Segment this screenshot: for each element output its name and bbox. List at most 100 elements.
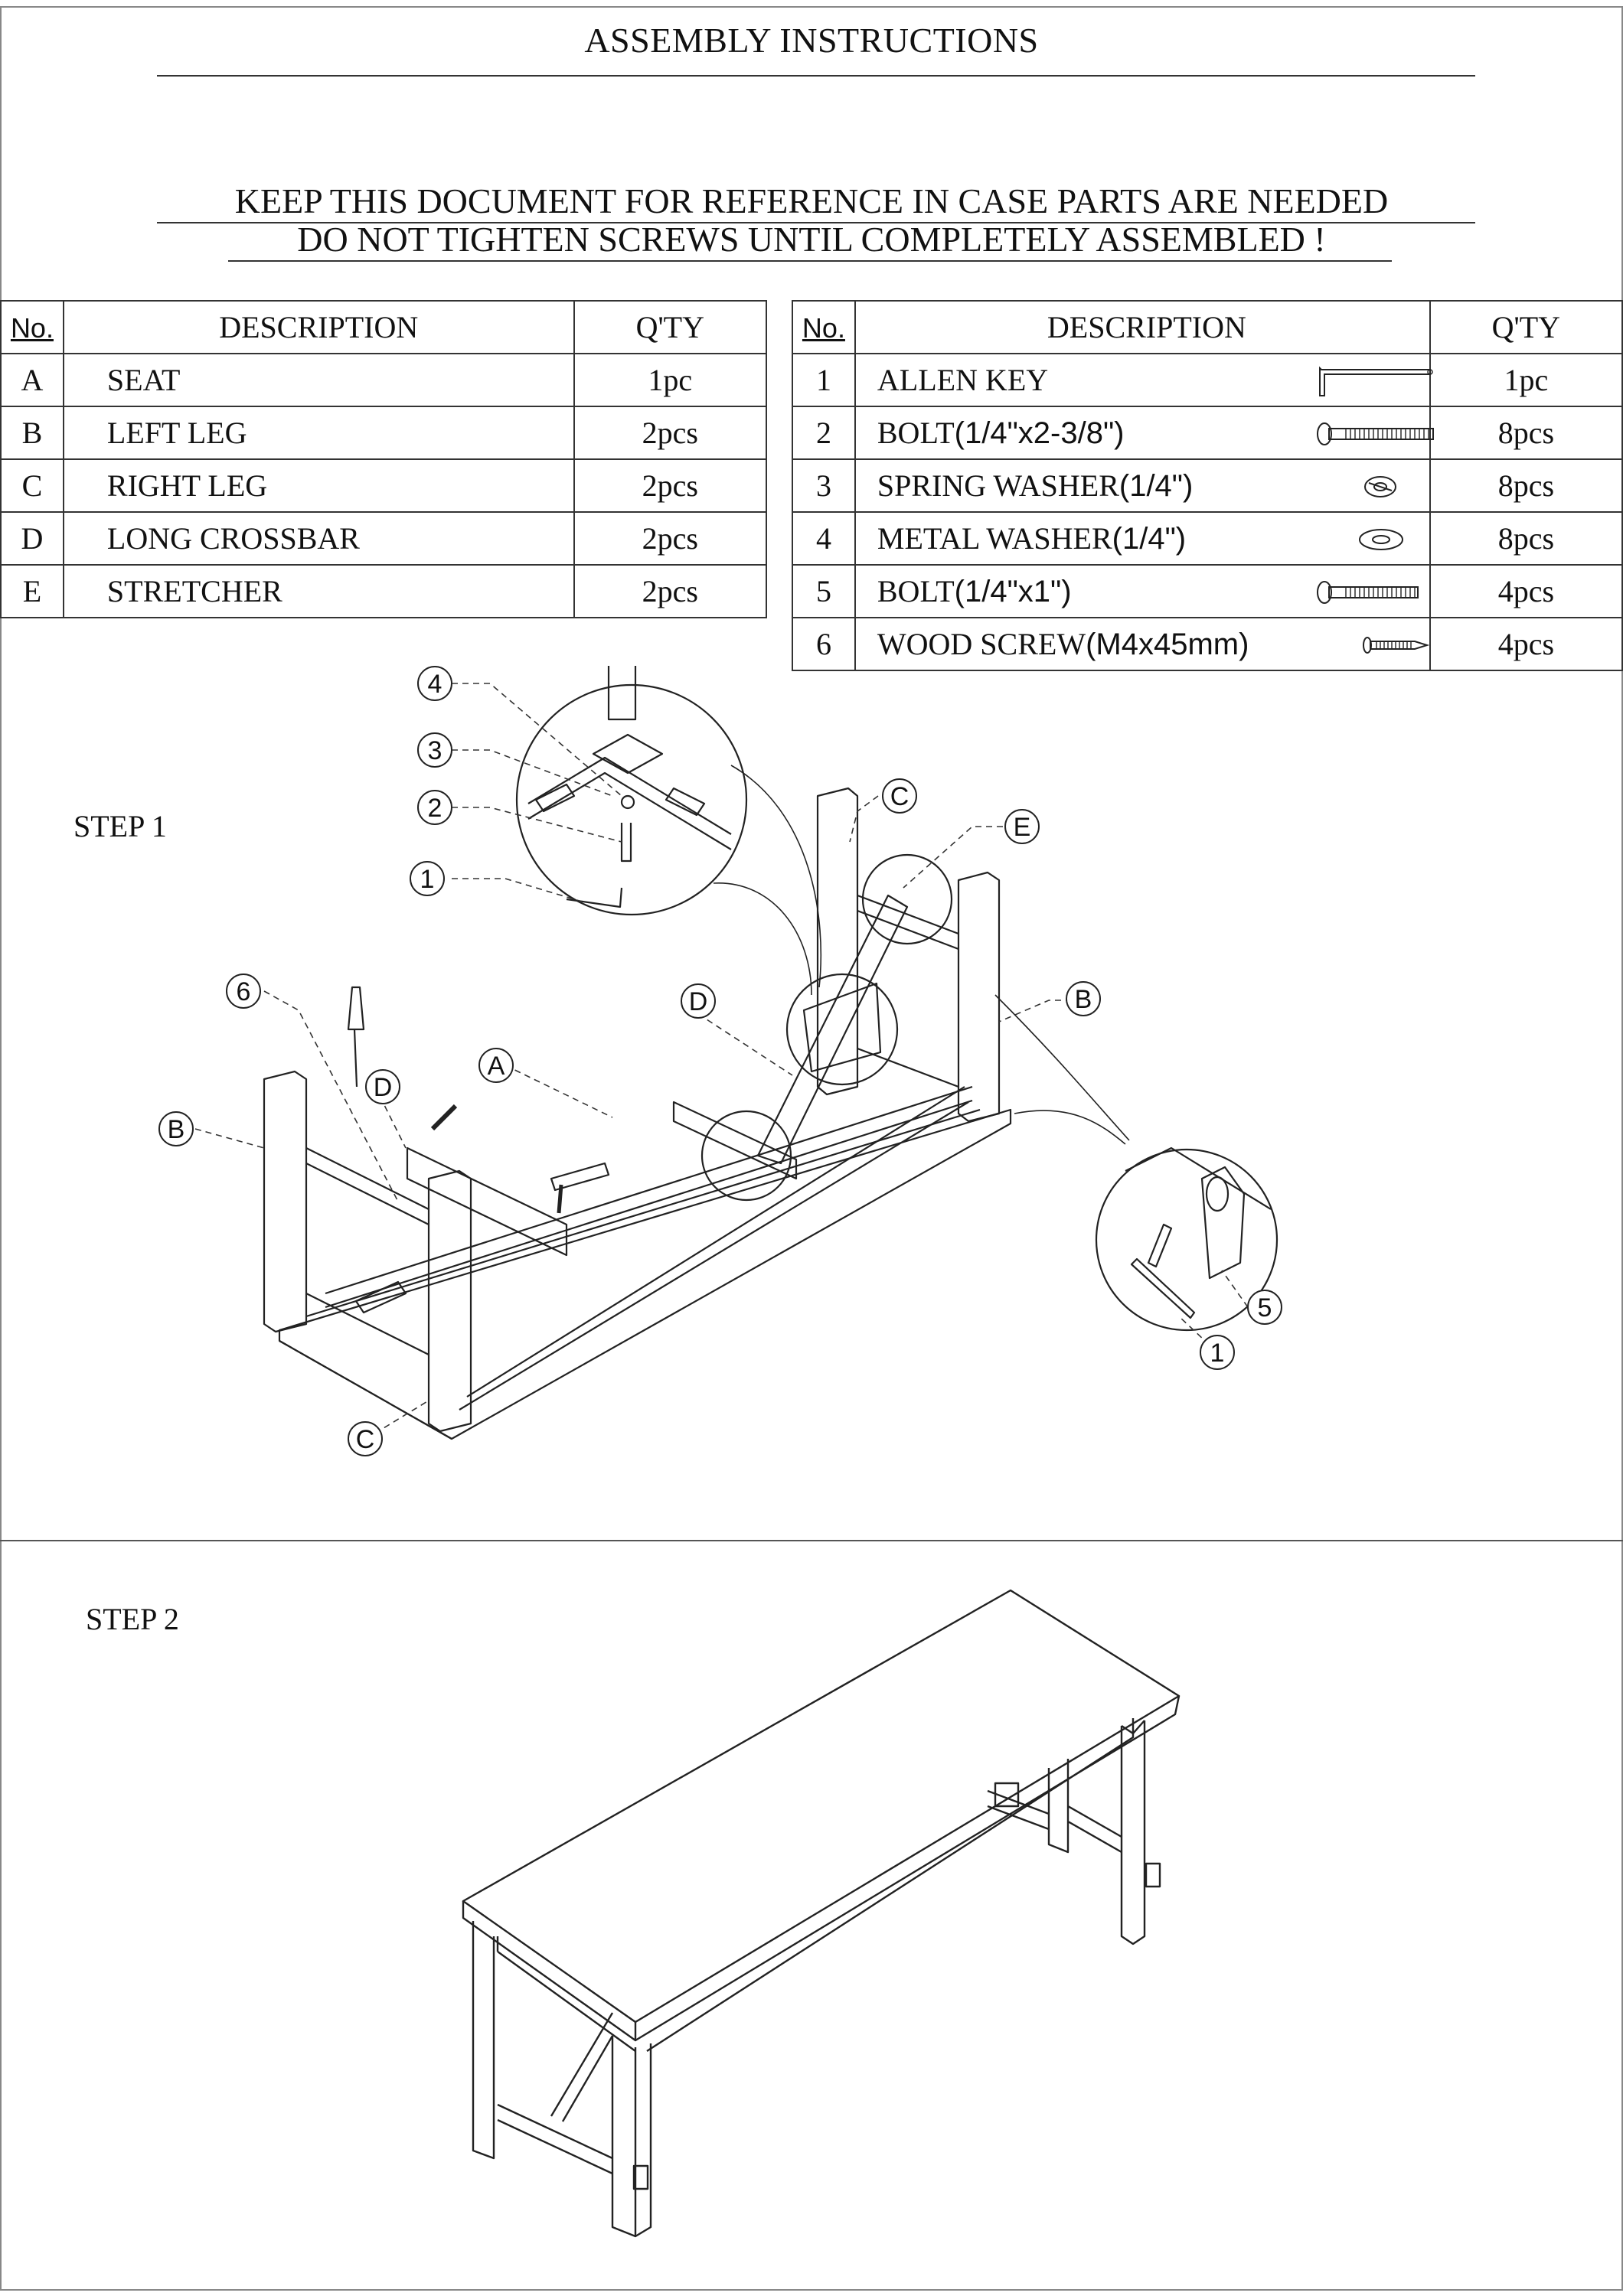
hardware-spec: (1/4")	[1118, 469, 1194, 503]
hardware-description: BOLT(1/4"x1")	[854, 564, 1431, 618]
part-qty: 2pcs	[573, 511, 768, 566]
hardware-name: SPRING WASHER	[877, 468, 1119, 503]
table-row: 1 ALLEN KEY 1pc	[792, 353, 1623, 407]
hardware-no: 5	[792, 564, 856, 618]
part-description: LEFT LEG	[62, 406, 575, 460]
callout-circle	[226, 974, 261, 1009]
callout-1: 1	[1210, 1339, 1225, 1368]
page-frame	[0, 6, 1623, 2291]
hardware-qty: 8pcs	[1429, 511, 1623, 566]
notice-underline-2	[228, 260, 1392, 262]
hardware-name: WOOD SCREW	[877, 627, 1086, 661]
callout-1: 1	[420, 865, 435, 894]
no-label: No.	[10, 312, 54, 344]
hardware-no: 6	[792, 617, 856, 671]
callout-circle	[348, 1421, 383, 1456]
allen-key-icon	[1318, 366, 1433, 396]
hardware-spec: (1/4"x2-3/8")	[954, 416, 1125, 450]
hardware-spec: (1/4")	[1112, 522, 1187, 556]
table-row: A SEAT 1pc	[0, 353, 768, 407]
hardware-table-header: No. DESCRIPTION Q'TY	[792, 300, 1623, 354]
part-description: RIGHT LEG	[62, 458, 575, 513]
callout-c: C	[890, 782, 909, 811]
part-no: B	[0, 406, 64, 460]
hardware-table: No. DESCRIPTION Q'TY 1 ALLEN KEY 1pc 2 B…	[792, 300, 1623, 671]
hardware-description: SPRING WASHER(1/4")	[854, 458, 1431, 513]
callout-4: 4	[428, 670, 442, 699]
callout-circle	[882, 778, 917, 814]
short-bolt-icon	[1316, 581, 1419, 604]
hardware-qty: 4pcs	[1429, 617, 1623, 671]
part-description: STRETCHER	[62, 564, 575, 618]
bench-frame	[263, 787, 1012, 1440]
part-qty: 2pcs	[573, 406, 768, 460]
hardware-no: 4	[792, 511, 856, 566]
part-no: C	[0, 458, 64, 513]
part-qty: 1pc	[573, 353, 768, 407]
title-underline	[157, 75, 1475, 77]
hardware-qty: 4pcs	[1429, 564, 1623, 618]
part-no: A	[0, 353, 64, 407]
callout-b: B	[1075, 985, 1092, 1014]
hardware-description: WOOD SCREW(M4x45mm)	[854, 617, 1431, 671]
hardware-name: ALLEN KEY	[877, 363, 1049, 397]
hardware-no: 3	[792, 458, 856, 513]
hardware-name: METAL WASHER	[877, 521, 1112, 556]
callout-b: B	[168, 1115, 185, 1144]
callout-circle	[410, 861, 445, 896]
col-header-no: No.	[792, 300, 856, 354]
callout-6: 6	[237, 977, 251, 1006]
part-qty: 2pcs	[573, 458, 768, 513]
callout-c: C	[356, 1425, 375, 1454]
hardware-spec: (M4x45mm)	[1086, 628, 1249, 661]
detail-bolt-view	[1125, 1146, 1272, 1319]
callout-circle	[681, 983, 716, 1019]
hardware-name: BOLT	[877, 416, 955, 450]
step-divider	[0, 1540, 1623, 1541]
col-header-description: DESCRIPTION	[62, 300, 575, 354]
parts-table: No. DESCRIPTION Q'TY A SEAT 1pc B LEFT L…	[0, 300, 768, 618]
hardware-qty: 8pcs	[1429, 406, 1623, 460]
wood-screw-icon	[1362, 637, 1430, 654]
page-title: ASSEMBLY INSTRUCTIONS	[584, 21, 1039, 60]
detail-bracket-view	[527, 666, 732, 908]
hardware-qty: 8pcs	[1429, 458, 1623, 513]
screwdriver-icon	[347, 986, 365, 1088]
spring-washer-icon	[1363, 476, 1396, 497]
callout-circle	[478, 1048, 514, 1083]
notice-keep-document: KEEP THIS DOCUMENT FOR REFERENCE IN CASE…	[234, 181, 1389, 220]
col-header-qty: Q'TY	[1429, 300, 1623, 354]
callout-circle	[417, 732, 452, 768]
notice-underline-1	[157, 222, 1475, 223]
table-row: C RIGHT LEG 2pcs	[0, 458, 768, 513]
callout-circle	[1004, 809, 1040, 844]
long-bolt-icon	[1316, 422, 1434, 445]
callout-circle	[417, 790, 452, 825]
hardware-description: METAL WASHER(1/4")	[854, 511, 1431, 566]
table-row: 6 WOOD SCREW(M4x45mm) 4pcs	[792, 617, 1623, 671]
callout-2: 2	[428, 794, 442, 823]
detail-circle-bolt	[1095, 1148, 1278, 1332]
hardware-no: 1	[792, 353, 856, 407]
table-row: 3 SPRING WASHER(1/4") 8pcs	[792, 458, 1623, 513]
assembled-bench	[462, 1589, 1181, 2238]
hardware-description: ALLEN KEY	[854, 353, 1433, 407]
hardware-no: 2	[792, 406, 856, 460]
part-no: D	[0, 511, 64, 566]
table-row: B LEFT LEG 2pcs	[0, 406, 768, 460]
notice-do-not-tighten: DO NOT TIGHTEN SCREWS UNTIL COMPLETELY A…	[297, 220, 1326, 259]
hardware-qty: 1pc	[1429, 353, 1623, 407]
parts-table-header: No. DESCRIPTION Q'TY	[0, 300, 768, 354]
callout-circle	[158, 1111, 194, 1146]
step-1-diagram: 4 3 2 1 C E 6 D A B D B C 5 1	[158, 666, 1282, 1456]
part-description: LONG CROSSBAR	[62, 511, 575, 566]
table-row: E STRETCHER 2pcs	[0, 564, 768, 618]
callout-e: E	[1014, 813, 1031, 842]
col-header-qty: Q'TY	[573, 300, 768, 354]
table-row: 2 BOLT(1/4"x2-3/8") 8pcs	[792, 406, 1623, 460]
metal-washer-icon	[1358, 529, 1403, 550]
table-row: 5 BOLT(1/4"x1") 4pcs	[792, 564, 1623, 618]
table-row: D LONG CROSSBAR 2pcs	[0, 511, 768, 566]
hardware-name: BOLT	[877, 574, 955, 608]
col-header-description: DESCRIPTION	[854, 300, 1431, 354]
